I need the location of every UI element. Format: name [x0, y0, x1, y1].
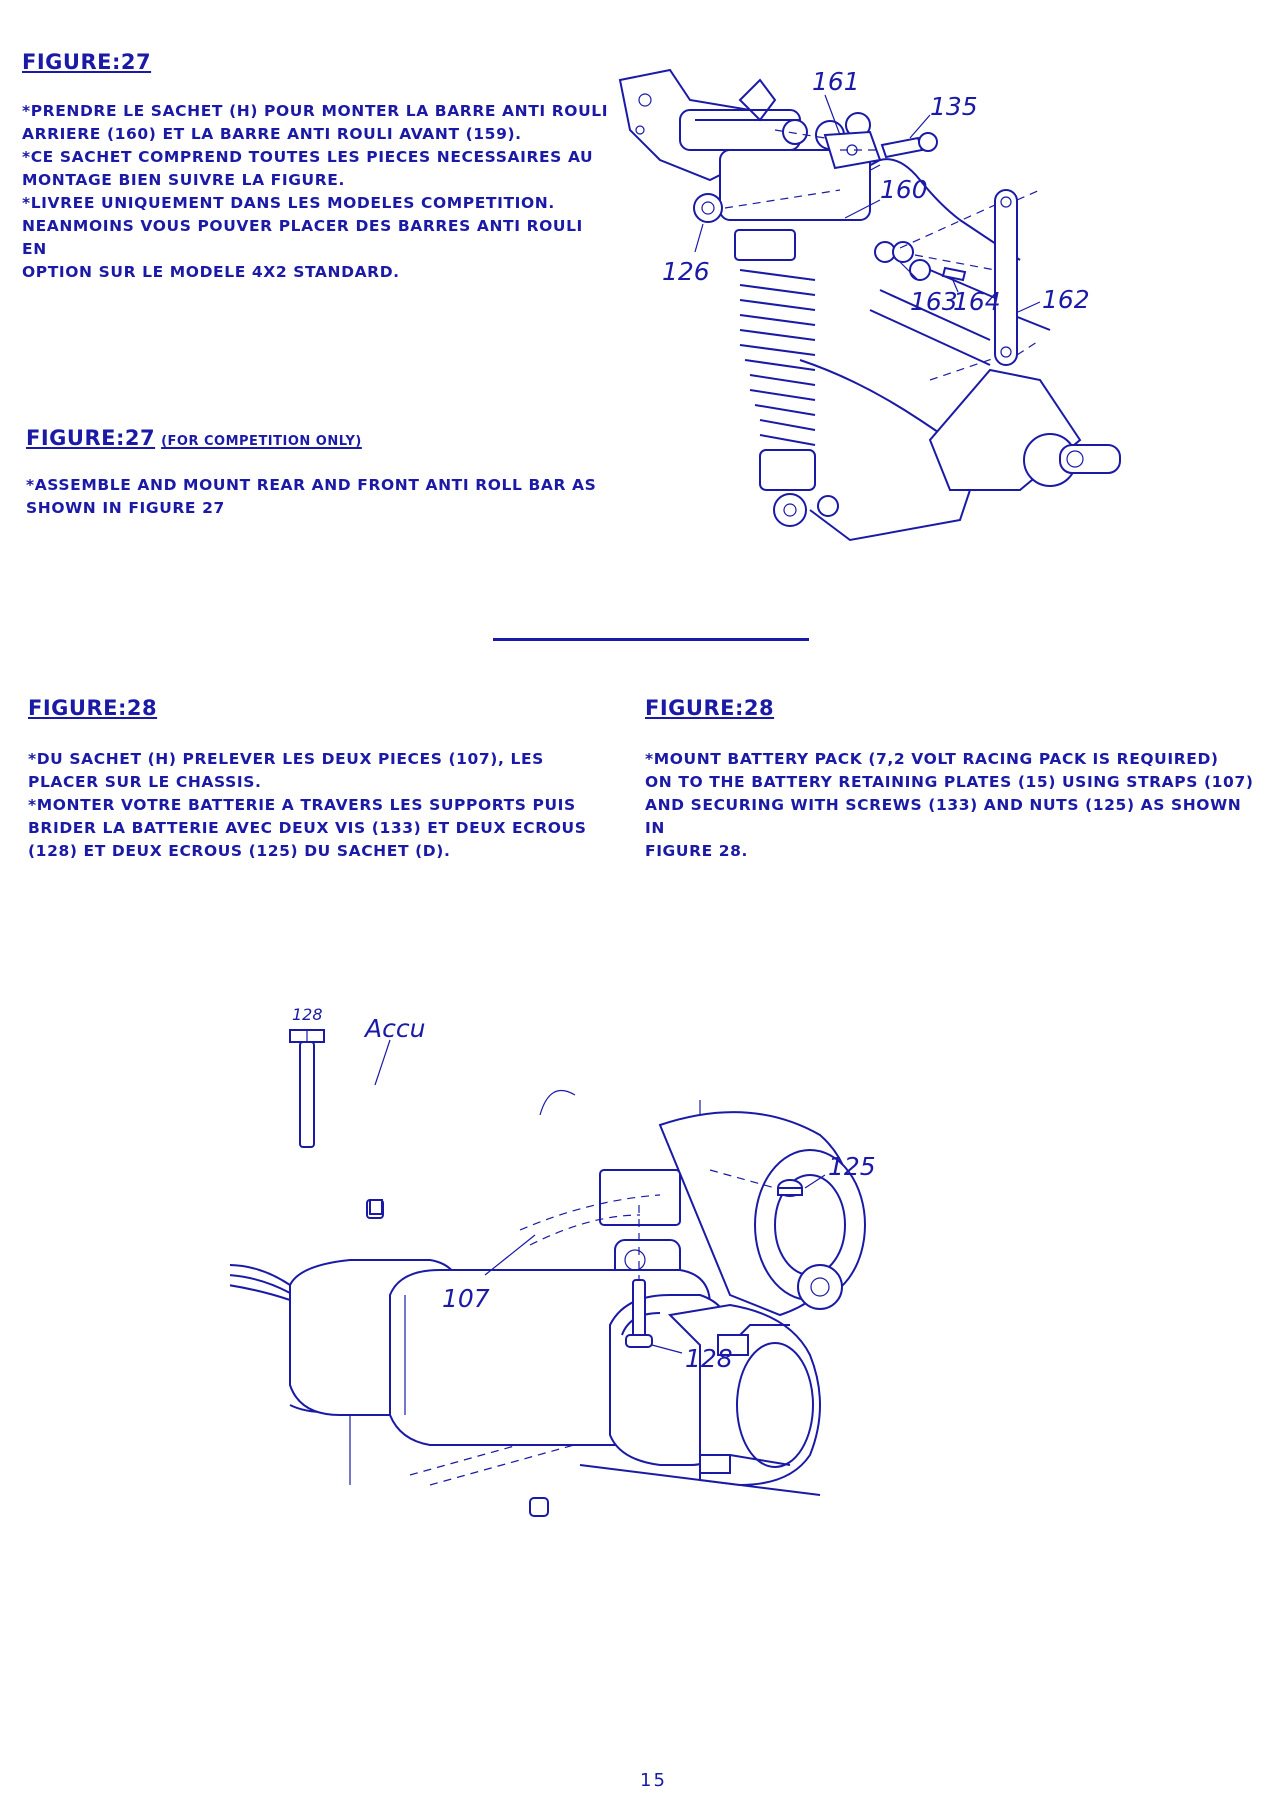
- fig27-en-heading-note: (FOR COMPETITION ONLY): [161, 434, 362, 449]
- label-126: 126: [662, 257, 710, 286]
- label-161: 161: [812, 67, 860, 96]
- label-162: 162: [1042, 285, 1090, 314]
- label-163: 163: [910, 287, 958, 316]
- label-107: 107: [442, 1284, 490, 1313]
- label-128-top: 128: [292, 1005, 323, 1024]
- fig27-fr-heading: FIGURE:27: [22, 50, 152, 74]
- label-164: 164: [953, 287, 1001, 316]
- label-135: 135: [930, 92, 978, 121]
- fig28-en-text: *MOUNT BATTERY PACK (7,2 VOLT RACING PAC…: [645, 750, 1254, 860]
- page-number: 15: [640, 1770, 667, 1791]
- shock-spring: [739, 269, 816, 446]
- label-accu: Accu: [363, 1014, 425, 1043]
- section-divider: [493, 638, 809, 641]
- figure27-diagram: 161 135 160 126 163 164 162: [618, 67, 1121, 542]
- figure28-diagram: 128 Accu 125 107 128: [230, 1005, 876, 1517]
- fig28-en-heading: FIGURE:28: [645, 696, 775, 720]
- fig28-fr-text: *DU SACHET (H) PRELEVER LES DEUX PIECES …: [28, 750, 587, 860]
- fig27-en-text: *ASSEMBLE AND MOUNT REAR AND FRONT ANTI …: [26, 476, 597, 517]
- fig27-en-heading: FIGURE:27 (FOR COMPETITION ONLY): [26, 426, 362, 450]
- fig28-fr-heading: FIGURE:28: [28, 696, 158, 720]
- fig27-en-heading-title: FIGURE:27: [26, 426, 156, 450]
- label-160: 160: [880, 175, 928, 204]
- fig27-fr-text: *PRENDRE LE SACHET (H) POUR MONTER LA BA…: [22, 102, 609, 281]
- label-128-bottom: 128: [685, 1344, 733, 1373]
- label-125: 125: [828, 1152, 876, 1181]
